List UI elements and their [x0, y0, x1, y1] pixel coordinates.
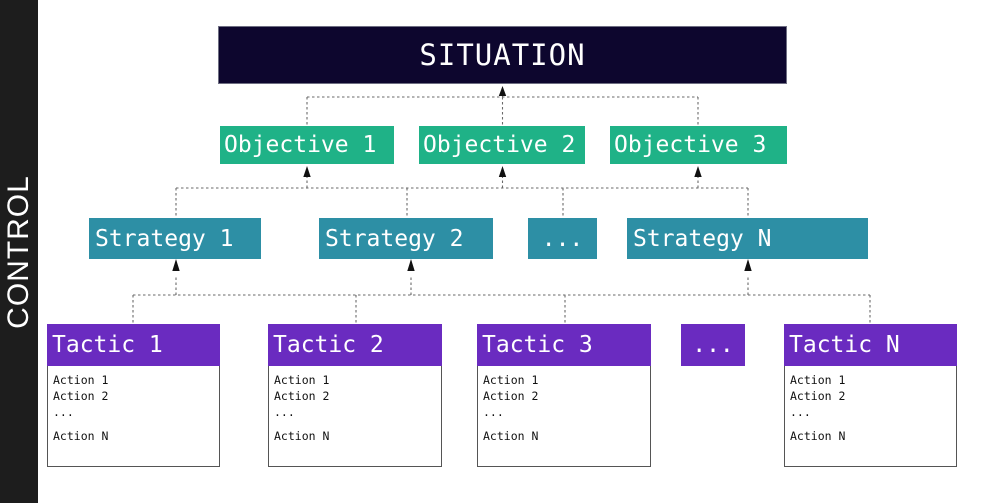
strategy-label-2: Strategy 2 — [325, 225, 464, 252]
tactic-header-n[interactable]: Tactic N — [784, 324, 957, 366]
tactic-card-3[interactable]: Tactic 3 Action 1 Action 2 ... Action N — [477, 324, 651, 467]
action-item: Action 1 — [483, 373, 539, 387]
action-item: Action N — [483, 429, 539, 443]
strategy-label-ellipsis: ... — [541, 225, 584, 252]
action-item: Action 1 — [274, 373, 330, 387]
tactic-card-1[interactable]: Tactic 1 Action 1 Action 2 ... Action N — [47, 324, 220, 467]
tactic-body-2: Action 1 Action 2 ... Action N — [268, 366, 442, 467]
tactic-label-1: Tactic 1 — [52, 332, 163, 358]
tactic-body-n: Action 1 Action 2 ... Action N — [784, 366, 957, 467]
action-item: Action N — [790, 429, 846, 443]
action-spacer — [483, 420, 650, 428]
action-item: Action 2 — [483, 389, 539, 403]
action-item: ... — [790, 405, 811, 419]
action-item: Action 2 — [790, 389, 846, 403]
tactic-label-3: Tactic 3 — [482, 332, 593, 358]
action-item: ... — [53, 405, 74, 419]
objective-box-1[interactable]: Objective 1 — [220, 126, 394, 164]
strategy-box-n[interactable]: Strategy N — [627, 218, 868, 259]
objective-box-3[interactable]: Objective 3 — [610, 126, 787, 164]
situation-box[interactable]: SITUATION — [218, 26, 787, 84]
objective-box-2[interactable]: Objective 2 — [419, 126, 585, 164]
action-item: Action N — [274, 429, 330, 443]
tactic-label-ellipsis: ... — [692, 332, 734, 358]
action-spacer — [274, 420, 441, 428]
action-item: Action N — [53, 429, 109, 443]
tactic-body-1: Action 1 Action 2 ... Action N — [47, 366, 220, 467]
tactic-header-2[interactable]: Tactic 2 — [268, 324, 442, 366]
action-item: Action 2 — [274, 389, 330, 403]
control-sidebar-label: CONTROL — [2, 174, 35, 329]
control-sidebar: CONTROL — [0, 0, 38, 503]
strategy-label-1: Strategy 1 — [95, 225, 234, 252]
objective-label-2: Objective 2 — [423, 132, 576, 158]
action-item: Action 2 — [53, 389, 109, 403]
action-item: ... — [274, 405, 295, 419]
tactic-header-1[interactable]: Tactic 1 — [47, 324, 220, 366]
tactic-label-2: Tactic 2 — [273, 332, 384, 358]
strategy-box-1[interactable]: Strategy 1 — [89, 218, 261, 259]
objective-label-1: Objective 1 — [224, 132, 377, 158]
action-spacer — [53, 420, 219, 428]
action-item: Action 1 — [53, 373, 109, 387]
action-item: ... — [483, 405, 504, 419]
tactic-card-n[interactable]: Tactic N Action 1 Action 2 ... Action N — [784, 324, 957, 467]
tactic-card-ellipsis[interactable]: ... — [681, 324, 745, 366]
tactic-label-n: Tactic N — [789, 332, 900, 358]
objective-label-3: Objective 3 — [614, 132, 767, 158]
tactic-body-3: Action 1 Action 2 ... Action N — [477, 366, 651, 467]
situation-label: SITUATION — [419, 38, 586, 72]
strategy-label-n: Strategy N — [633, 225, 772, 252]
action-spacer — [790, 420, 956, 428]
tactic-header-3[interactable]: Tactic 3 — [477, 324, 651, 366]
action-item: Action 1 — [790, 373, 846, 387]
strategy-box-ellipsis[interactable]: ... — [528, 218, 597, 259]
strategy-box-2[interactable]: Strategy 2 — [319, 218, 493, 259]
tactic-card-2[interactable]: Tactic 2 Action 1 Action 2 ... Action N — [268, 324, 442, 467]
